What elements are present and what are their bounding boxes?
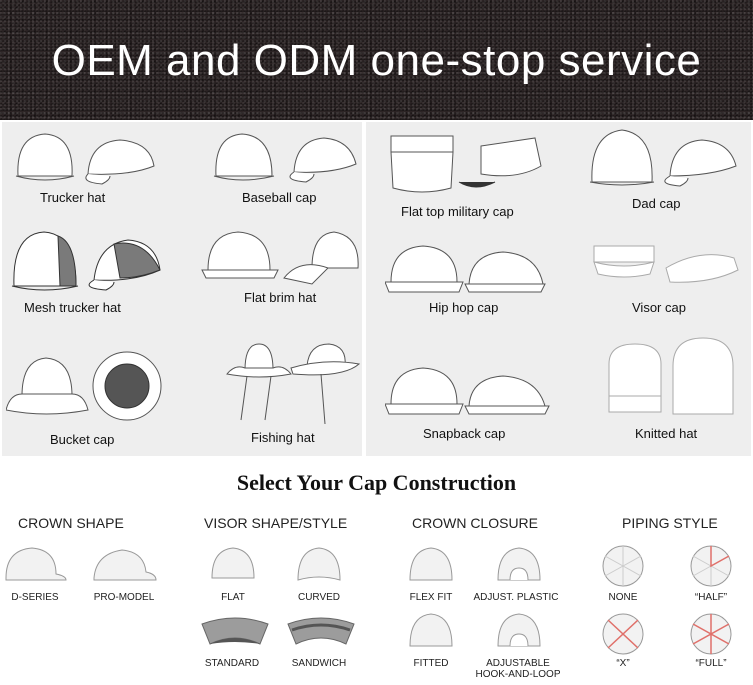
style-snapback-cap[interactable]: Snapback cap: [385, 364, 565, 448]
style-military-cap[interactable]: Flat top military cap: [385, 126, 565, 226]
style-label: Flat top military cap: [401, 204, 514, 219]
style-fishing-hat[interactable]: Fishing hat: [225, 340, 365, 448]
style-label: Bucket cap: [50, 432, 115, 447]
option-standard[interactable]: STANDARD: [204, 658, 260, 669]
hook-and-loop-icon[interactable]: [494, 612, 544, 652]
dad-cap-icon: [590, 129, 737, 187]
option-curved[interactable]: CURVED: [297, 592, 341, 603]
fishing-hat-icon: [226, 343, 361, 425]
banner-title: OEM and ODM one-stop service: [51, 36, 702, 85]
style-flat-brim-hat[interactable]: Flat brim hat: [200, 228, 365, 318]
style-bucket-cap[interactable]: Bucket cap: [6, 348, 176, 448]
option-sandwich[interactable]: SANDWICH: [291, 658, 347, 669]
section-heading-piping-style: PIPING STYLE: [622, 515, 718, 531]
hip-hop-cap-icon: [385, 245, 546, 293]
style-trucker-hat[interactable]: Trucker hat: [10, 126, 190, 216]
pro-model-cap-icon[interactable]: [92, 546, 158, 584]
option-none[interactable]: NONE: [608, 592, 638, 603]
flat-visor-icon[interactable]: [208, 546, 258, 586]
option-adjust-plastic[interactable]: ADJUST. PLASTIC: [473, 592, 559, 603]
style-label: Hip hop cap: [429, 300, 499, 315]
snapback-cap-icon: [385, 367, 550, 415]
visor-cap-icon: [593, 245, 739, 283]
option-adjustable[interactable]: ADJUSTABLE: [486, 658, 550, 669]
option-half[interactable]: “HALF”: [694, 592, 728, 603]
style-label: Visor cap: [632, 300, 686, 315]
flex-fit-icon[interactable]: [406, 546, 456, 586]
option-hook-and-loop[interactable]: HOOK-AND-LOOP: [475, 669, 561, 680]
d-series-cap-icon[interactable]: [2, 546, 68, 584]
sandwich-visor-icon[interactable]: [286, 614, 356, 650]
style-hip-hop-cap[interactable]: Hip hop cap: [385, 240, 565, 320]
section-heading-visor-shape: VISOR SHAPE/STYLE: [204, 515, 348, 531]
style-dad-cap[interactable]: Dad cap: [590, 126, 750, 216]
style-label: Flat brim hat: [244, 290, 317, 305]
style-knitted-hat[interactable]: Knitted hat: [605, 336, 745, 448]
piping-none-icon[interactable]: [598, 544, 648, 588]
style-label: Dad cap: [632, 196, 681, 211]
option-pro-model[interactable]: PRO-MODEL: [93, 592, 155, 603]
military-cap-icon: [390, 135, 542, 193]
mesh-trucker-hat-icon: [11, 231, 161, 291]
style-mesh-trucker-hat[interactable]: Mesh trucker hat: [10, 228, 190, 318]
trucker-hat-icon: [15, 133, 155, 185]
cap-style-grid: Trucker hat Baseball cap Flat top milita…: [0, 120, 753, 458]
construction-title: Select Your Cap Construction: [236, 470, 517, 495]
fitted-icon[interactable]: [406, 612, 456, 652]
style-label: Trucker hat: [40, 190, 106, 205]
baseball-cap-icon: [213, 133, 357, 183]
standard-visor-icon[interactable]: [200, 614, 270, 650]
option-d-series[interactable]: D-SERIES: [11, 592, 59, 603]
style-label: Mesh trucker hat: [24, 300, 121, 315]
option-fitted[interactable]: FITTED: [413, 658, 449, 669]
style-visor-cap[interactable]: Visor cap: [590, 238, 750, 318]
piping-x-icon[interactable]: [598, 612, 648, 656]
adjust-plastic-icon[interactable]: [494, 546, 544, 586]
curved-visor-icon[interactable]: [294, 546, 344, 586]
piping-full-icon[interactable]: [686, 612, 736, 656]
option-flex-fit[interactable]: FLEX FIT: [409, 592, 453, 603]
flat-brim-hat-icon: [201, 231, 359, 285]
banner: OEM and ODM one-stop service: [0, 0, 753, 120]
option-flat[interactable]: FLAT: [221, 592, 245, 603]
style-label: Fishing hat: [251, 430, 315, 445]
section-heading-crown-closure: CROWN CLOSURE: [412, 515, 539, 531]
piping-half-icon[interactable]: [686, 544, 736, 588]
style-label: Snapback cap: [423, 426, 506, 441]
option-x[interactable]: “X”: [616, 658, 630, 669]
option-full[interactable]: “FULL”: [695, 658, 727, 669]
style-label: Baseball cap: [242, 190, 317, 205]
knitted-hat-icon: [608, 337, 734, 415]
style-label: Knitted hat: [635, 426, 698, 441]
bucket-cap-icon: [6, 351, 162, 421]
section-heading-crown-shape: CROWN SHAPE: [18, 515, 124, 531]
style-baseball-cap[interactable]: Baseball cap: [210, 126, 370, 216]
